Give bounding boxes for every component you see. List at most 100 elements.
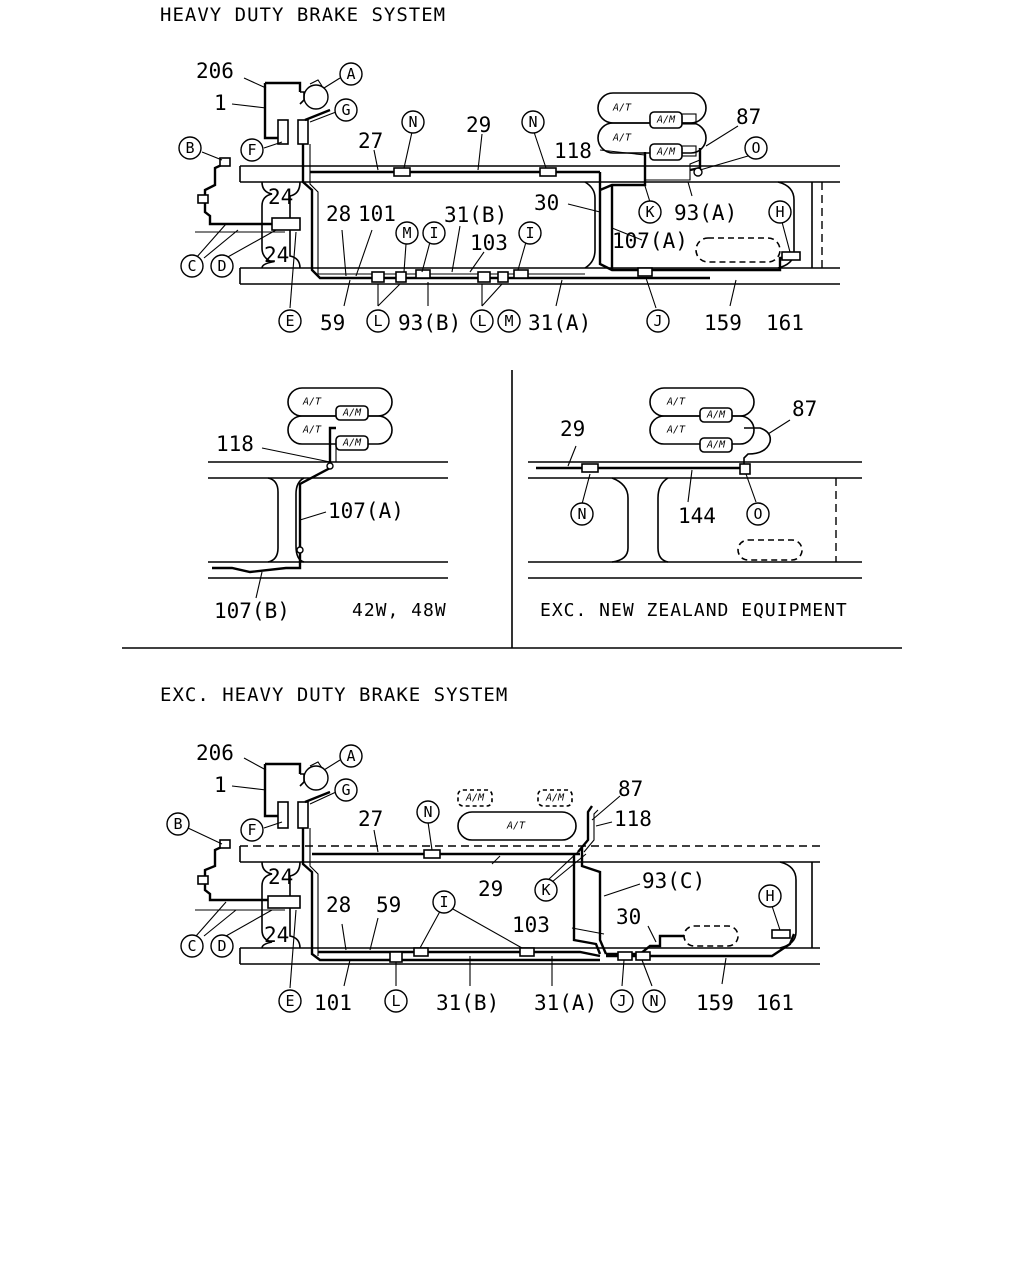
bottom-leader-lines [187, 757, 781, 989]
bot-label-59: 59 [376, 893, 401, 917]
bot-callout-F: F [247, 821, 256, 839]
bot-label-24-upper: 24 [268, 865, 293, 889]
mid-right-callout-O: O [753, 505, 762, 523]
top-callouts: A G B F N N O K H C D M I I E L L M J [178, 62, 792, 333]
label-107a: 107(A) [612, 229, 688, 253]
callout-M-2: M [504, 312, 513, 330]
mid-right-label-144: 144 [678, 504, 716, 528]
mid-right-at-tag-1: A/T [666, 397, 686, 408]
top-frame-rails [239, 165, 840, 285]
callout-A: A [346, 65, 355, 83]
mid-right-am-tag-2: A/M [706, 440, 726, 451]
callout-B: B [185, 139, 194, 157]
bottom-part-numbers: 206 1 27 87 118 29 93(C) 24 24 28 59 103… [196, 741, 794, 1015]
callout-D: D [217, 257, 226, 275]
bot-at-tag: A/T [506, 821, 526, 832]
callout-K: K [645, 203, 654, 221]
label-29: 29 [466, 113, 491, 137]
bot-label-31a: 31(A) [534, 991, 597, 1015]
bot-label-29: 29 [478, 877, 503, 901]
top-pipes [310, 148, 801, 283]
bot-callout-J: J [617, 992, 626, 1010]
at-tag-1: A/T [612, 103, 632, 114]
caption-variant-models: 42W, 48W [352, 600, 447, 621]
label-118: 118 [554, 139, 592, 163]
caption-nz-equipment: EXC. NEW ZEALAND EQUIPMENT [540, 600, 848, 621]
title-heavy-duty: HEAVY DUTY BRAKE SYSTEM [160, 4, 446, 26]
label-28: 28 [326, 202, 351, 226]
bot-callout-K: K [541, 881, 550, 899]
bottom-callouts: A G B F N K H C D I E L J N [166, 744, 782, 1013]
bot-callout-A: A [346, 747, 355, 765]
bottom-diagram: A/T A/M A/M [166, 741, 820, 1015]
label-93b: 93(B) [398, 311, 461, 335]
bot-label-28: 28 [326, 893, 351, 917]
mid-right-am-tag-1: A/M [706, 410, 726, 421]
bot-callout-N-2: N [649, 992, 658, 1010]
label-101: 101 [358, 202, 396, 226]
bottom-air-tanks: A/T A/M A/M [457, 789, 739, 947]
label-59: 59 [320, 311, 345, 335]
bot-label-206: 206 [196, 741, 234, 765]
callout-F: F [247, 141, 256, 159]
label-87: 87 [736, 105, 761, 129]
bottom-pipes [312, 805, 796, 963]
top-diagram: A/T A/T A/M A/M [178, 59, 840, 335]
bot-label-93c: 93(C) [642, 869, 705, 893]
top-leader-lines [195, 77, 791, 309]
callout-N-1: N [408, 113, 417, 131]
mid-left-am-tag-1: A/M [342, 408, 362, 419]
mid-right-label-29: 29 [560, 417, 585, 441]
label-103: 103 [470, 231, 508, 255]
mid-left-at-tag-1: A/T [302, 397, 322, 408]
callout-L-2: L [477, 312, 486, 330]
bot-callout-G: G [341, 781, 350, 799]
callout-E: E [285, 312, 294, 330]
callout-J: J [653, 312, 662, 330]
label-93a: 93(A) [674, 201, 737, 225]
top-air-tanks: A/T A/T A/M A/M [597, 92, 781, 263]
callout-M-1: M [402, 224, 411, 242]
bot-label-87: 87 [618, 777, 643, 801]
bot-label-159: 159 [696, 991, 734, 1015]
label-27: 27 [358, 129, 383, 153]
callout-G: G [341, 101, 350, 119]
label-24-lower: 24 [264, 243, 289, 267]
bot-label-118: 118 [614, 807, 652, 831]
bot-callout-D: D [217, 937, 226, 955]
bot-callout-H: H [765, 887, 774, 905]
am-tag-1: A/M [656, 115, 676, 126]
mid-left-label-118: 118 [216, 432, 254, 456]
bot-label-103: 103 [512, 913, 550, 937]
callout-L-1: L [373, 312, 382, 330]
bot-label-1: 1 [214, 773, 227, 797]
label-159: 159 [704, 311, 742, 335]
label-1: 1 [214, 91, 227, 115]
label-31b: 31(B) [444, 203, 507, 227]
callout-I-1: I [429, 224, 438, 242]
mid-right-variant: A/T A/T A/M A/M 29 87 144 N O EXC. NEW Z… [528, 387, 862, 621]
bot-callout-C: C [187, 937, 196, 955]
mid-right-label-87: 87 [792, 397, 817, 421]
bot-label-30: 30 [616, 905, 641, 929]
callout-I-2: I [525, 224, 534, 242]
title-exc-heavy-duty: EXC. HEAVY DUTY BRAKE SYSTEM [160, 684, 508, 706]
label-31a: 31(A) [528, 311, 591, 335]
mid-left-label-107a: 107(A) [328, 499, 404, 523]
bot-label-161: 161 [756, 991, 794, 1015]
label-24-upper: 24 [268, 185, 293, 209]
top-valve-group [195, 79, 585, 280]
bot-callout-L: L [391, 992, 400, 1010]
top-part-numbers: 206 1 27 29 118 87 30 24 24 28 101 31(B)… [196, 59, 804, 335]
bot-label-24-lower: 24 [264, 923, 289, 947]
bot-label-31b: 31(B) [436, 991, 499, 1015]
label-161: 161 [766, 311, 804, 335]
mid-left-am-tag-2: A/M [342, 438, 362, 449]
callout-H: H [775, 203, 784, 221]
am-tag-2: A/M [656, 147, 676, 158]
callout-C: C [187, 257, 196, 275]
bot-callout-E: E [285, 992, 294, 1010]
mid-right-callout-N: N [577, 505, 586, 523]
bot-callout-N-1: N [423, 803, 432, 821]
